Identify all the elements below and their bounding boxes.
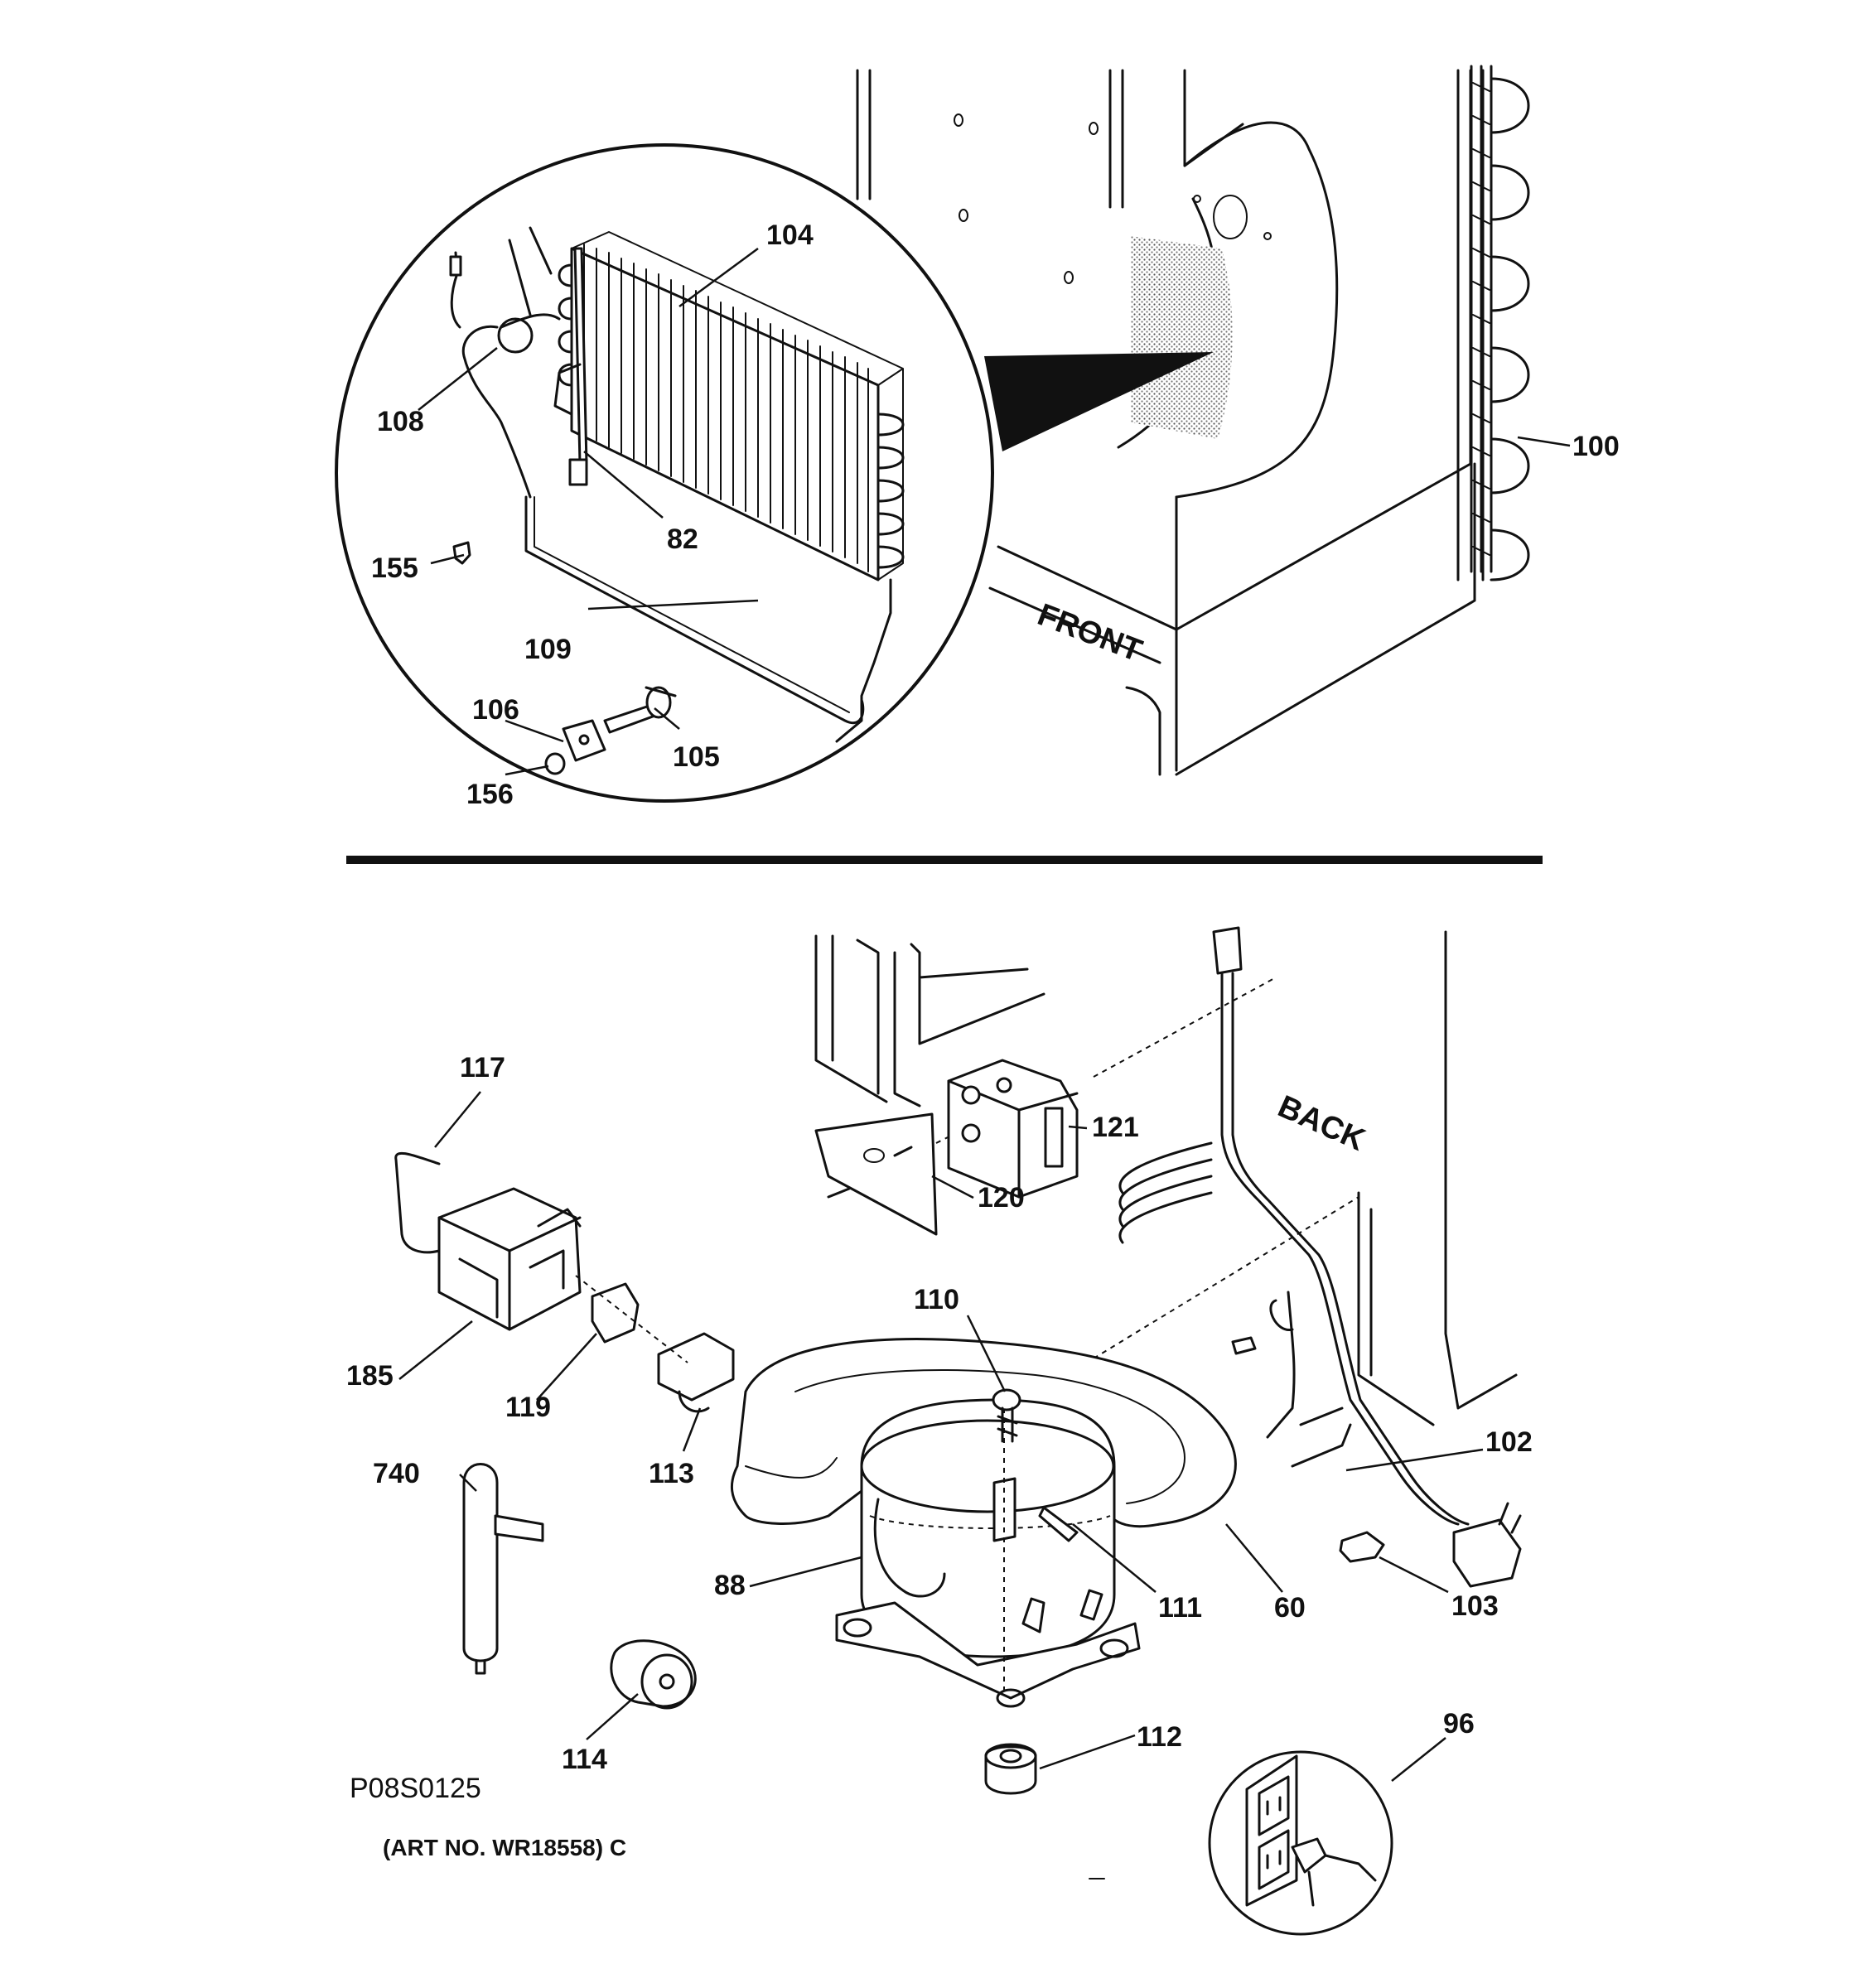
part-label-108: 108 — [377, 406, 424, 437]
part-label-105: 105 — [673, 741, 720, 773]
part-label-82: 82 — [667, 524, 698, 555]
part-label-740: 740 — [373, 1458, 420, 1489]
cabinet-machine-compartment — [814, 930, 1518, 1426]
filter-dryer-part — [462, 1463, 544, 1675]
section-divider — [346, 856, 1543, 864]
part-labels-top: 104 108 82 155 109 106 105 156 100 — [371, 220, 1620, 810]
compressor-part — [835, 1398, 1141, 1708]
washer-part — [544, 752, 566, 775]
wire-loop-part — [394, 1151, 441, 1254]
part-label-109: 109 — [524, 634, 572, 665]
part-label-88: 88 — [714, 1570, 746, 1601]
relay-part — [591, 1282, 640, 1344]
cabinet-bottom-view — [856, 69, 1485, 776]
part-label-60: 60 — [1274, 1592, 1306, 1624]
part-label-112: 112 — [1137, 1721, 1182, 1753]
art-number: (ART NO. WR18558) C — [383, 1835, 626, 1860]
part-label-185: 185 — [346, 1360, 394, 1392]
wire-harness-part — [524, 495, 865, 724]
thermostat-part — [449, 226, 561, 499]
part-label-121: 121 — [1092, 1112, 1139, 1143]
part-label-96: 96 — [1443, 1708, 1475, 1740]
outlet-detail-part — [1208, 1750, 1393, 1936]
capacitor-part — [610, 1639, 697, 1710]
grommet-part — [984, 1743, 1037, 1795]
drain-heater-screw-part — [603, 686, 677, 734]
ground-screw-part — [1231, 1336, 1257, 1355]
part-label-155: 155 — [371, 552, 418, 584]
part-label-103: 103 — [1451, 1590, 1499, 1622]
part-label-114: 114 — [562, 1744, 607, 1775]
back-label: BACK — [1272, 1089, 1370, 1158]
evaporator-part — [558, 231, 905, 743]
overload-part — [657, 1332, 735, 1413]
part-label-113: 113 — [649, 1458, 694, 1489]
part-label-110: 110 — [914, 1284, 959, 1315]
timer-bracket-part — [814, 1112, 938, 1236]
part-label-156: 156 — [466, 779, 514, 810]
part-labels-bottom: 117 121 120 185 119 110 113 102 740 88 1… — [346, 1052, 1533, 1775]
drawing-code: P08S0125 — [350, 1773, 481, 1804]
part-label-104: 104 — [766, 220, 814, 251]
part-label-120: 120 — [978, 1182, 1025, 1214]
bolt-part — [992, 1388, 1021, 1443]
part-label-100: 100 — [1572, 431, 1620, 462]
defrost-sensor-part — [553, 247, 588, 486]
cord-clip-part — [1339, 1531, 1385, 1563]
part-label-102: 102 — [1485, 1426, 1533, 1458]
power-cord-part — [1118, 926, 1522, 1588]
leader-lines-top — [418, 247, 1571, 776]
part-label-106: 106 — [472, 694, 519, 726]
relay-cover-part — [437, 1187, 582, 1331]
defrost-timer-part — [947, 1059, 1079, 1199]
part-label-117: 117 — [460, 1052, 505, 1083]
part-label-111: 111 — [1158, 1592, 1202, 1624]
leader-lines-bottom — [398, 1091, 1484, 1782]
part-label-119: 119 — [505, 1392, 551, 1423]
condenser-coil-part — [1470, 65, 1530, 581]
